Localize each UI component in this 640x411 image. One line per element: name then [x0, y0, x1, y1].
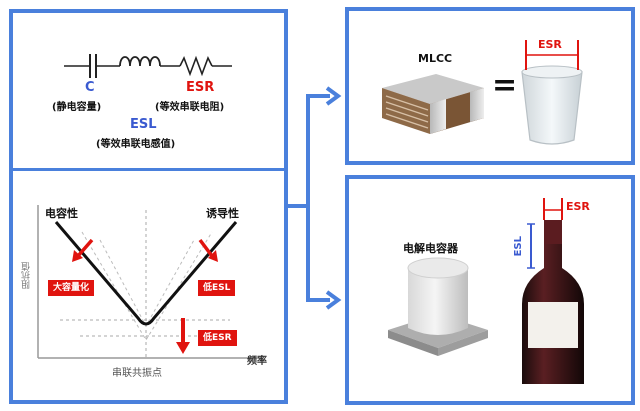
bottle-esl-label: ESL	[513, 236, 524, 257]
low-esl-tag: 低ESL	[198, 280, 236, 296]
equals-sign: =	[492, 68, 518, 103]
low-esr-tag: 低ESR	[198, 330, 237, 346]
arrow-down-icon	[176, 318, 190, 354]
inductive-label: 诱导性	[206, 207, 239, 220]
esl-desc: (等效串联电感值)	[96, 139, 176, 150]
section-divider	[13, 168, 284, 171]
arrow-down-right-icon	[198, 238, 218, 262]
esr-desc: (等效串联电阻)	[155, 102, 225, 113]
resistor-icon	[179, 55, 213, 77]
left-panel	[9, 9, 288, 404]
esl-label: ESL	[130, 117, 157, 132]
inductor-icon	[119, 56, 161, 67]
capacitance-desc: (静电容量)	[52, 102, 102, 113]
arrow-down-left-icon	[72, 238, 94, 262]
large-capacity-tag: 大容量化	[48, 280, 95, 296]
bottle-esr-label: ESR	[566, 200, 590, 213]
capacitance-label: C	[85, 80, 95, 95]
mlcc-label: MLCC	[418, 52, 453, 65]
glass-esr-label: ESR	[538, 38, 562, 51]
electrolytic-panel	[345, 175, 635, 405]
resonance-label: 串联共振点	[112, 368, 162, 379]
electrolytic-label: 电解电容器	[403, 242, 458, 255]
capacitive-label: 电容性	[45, 207, 78, 220]
x-axis-label: 频率	[247, 356, 267, 367]
impedance-curve	[54, 221, 238, 326]
esr-label: ESR	[186, 80, 215, 95]
